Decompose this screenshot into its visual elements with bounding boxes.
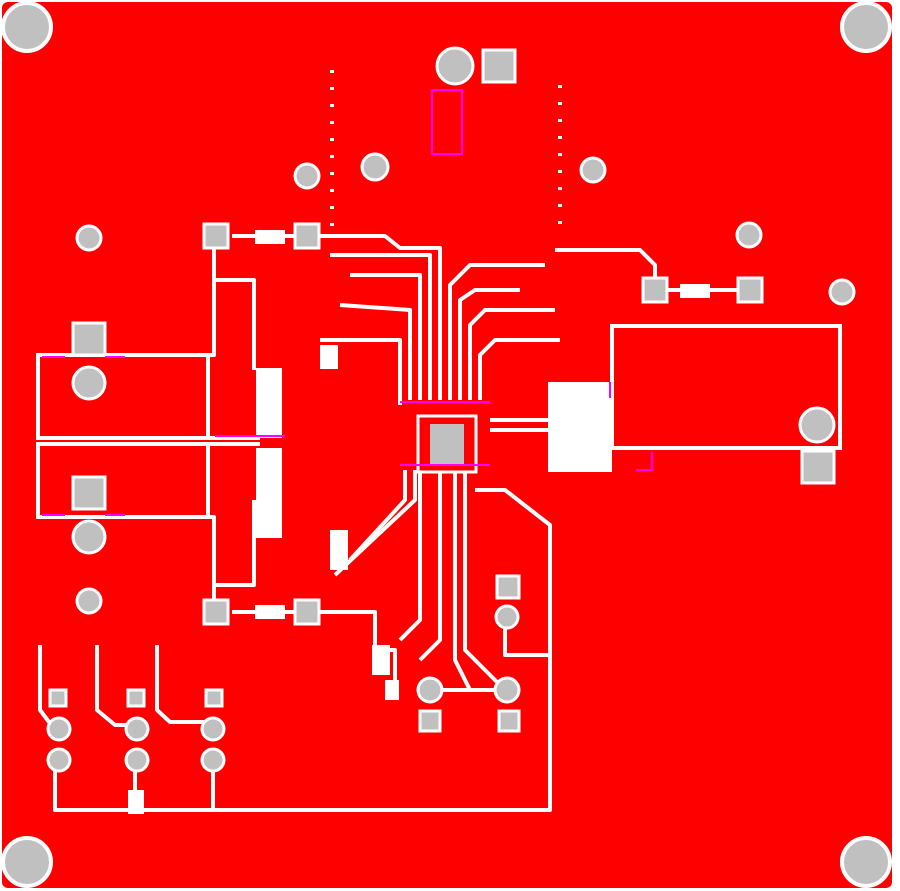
clearance-regions [36,89,842,538]
mounting-hole-icon [1,1,53,53]
silkscreen [42,356,653,516]
central-ic [416,414,478,474]
smd-components [128,230,710,814]
mounting-hole-icon [840,1,892,53]
mounting-hole-icon [1,836,53,888]
round-pads [46,46,856,773]
mounting-hole-icon [840,836,892,888]
square-pads [48,48,836,733]
